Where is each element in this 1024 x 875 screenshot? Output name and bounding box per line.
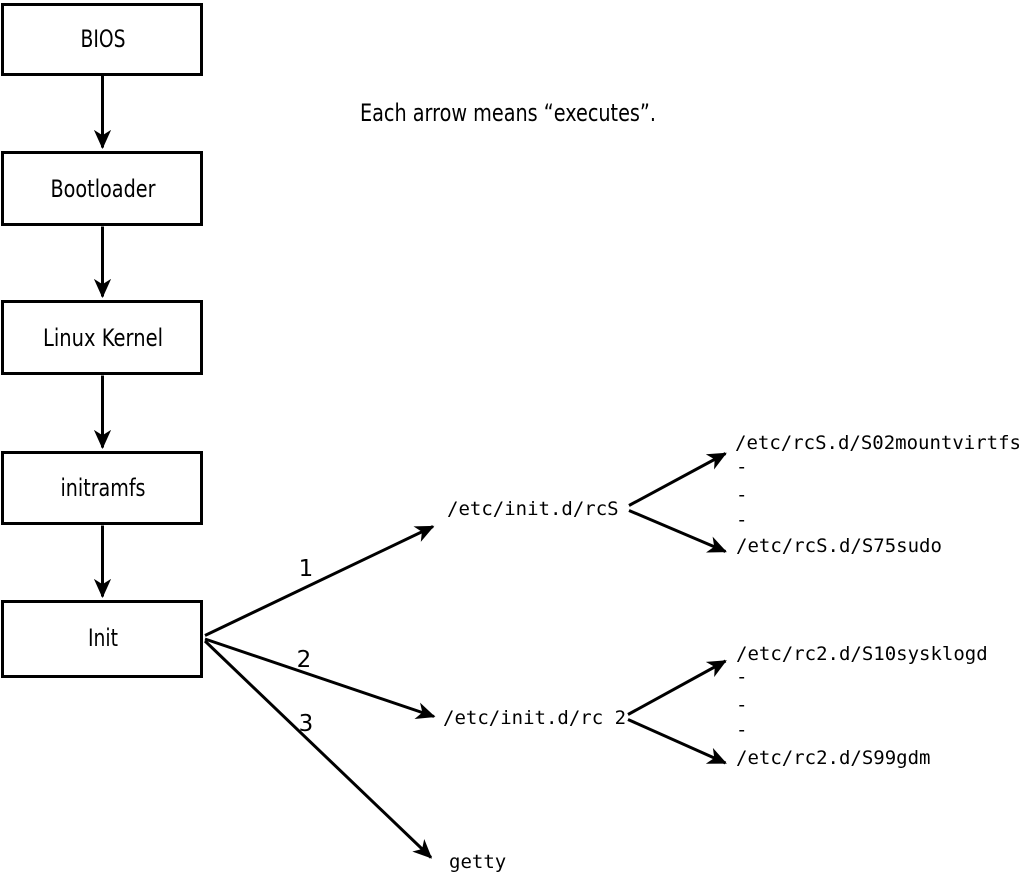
node-etc-init-d-rcS: /etc/init.d/rcS xyxy=(447,498,619,520)
box-bootloader-label: Bootloader xyxy=(51,175,156,203)
arrow-init-to-getty xyxy=(203,639,433,859)
node-etc-init-d-rc2: /etc/init.d/rc 2 xyxy=(443,707,626,729)
node-rcS-child-first: /etc/rcS.d/S02mountvirtfs xyxy=(735,432,1021,454)
node-rcS-child-dash-1: - xyxy=(736,456,747,478)
node-rc2-child-first: /etc/rc2.d/S10sysklogd xyxy=(736,643,988,665)
edge-label-2: 2 xyxy=(297,647,312,673)
edge-label-3: 3 xyxy=(299,711,314,737)
box-linux-kernel xyxy=(1,300,203,375)
arrow-rcS-to-first-child xyxy=(628,452,727,507)
edge-label-1: 1 xyxy=(299,556,314,582)
arrow-rc2-to-last-child xyxy=(627,718,727,765)
arrow-rc2-to-first-child xyxy=(627,659,727,716)
box-init xyxy=(1,600,203,678)
arrow-rcS-to-last-child xyxy=(628,509,727,553)
node-rc2-child-dash-1: - xyxy=(736,666,747,688)
node-getty: getty xyxy=(449,851,506,873)
caption: Each arrow means “executes”. xyxy=(360,99,656,127)
box-linux-kernel-label: Linux Kernel xyxy=(43,324,163,352)
node-rc2-child-last: /etc/rc2.d/S99gdm xyxy=(736,747,930,769)
node-rcS-child-dash-2: - xyxy=(736,484,747,506)
node-rcS-child-dash-3: - xyxy=(736,509,747,531)
node-rc2-child-dash-2: - xyxy=(736,694,747,716)
box-init-label: Init xyxy=(88,624,118,652)
box-initramfs xyxy=(1,451,203,525)
node-rcS-child-last: /etc/rcS.d/S75sudo xyxy=(736,535,942,557)
box-bios-label: BIOS xyxy=(81,25,126,53)
box-initramfs-label: initramfs xyxy=(61,474,146,502)
box-bios xyxy=(1,3,203,76)
node-rc2-child-dash-3: - xyxy=(736,719,747,741)
arrow-init-to-rcS xyxy=(204,525,435,637)
box-bootloader xyxy=(1,151,203,226)
arrow-init-to-rc2 xyxy=(204,637,436,720)
